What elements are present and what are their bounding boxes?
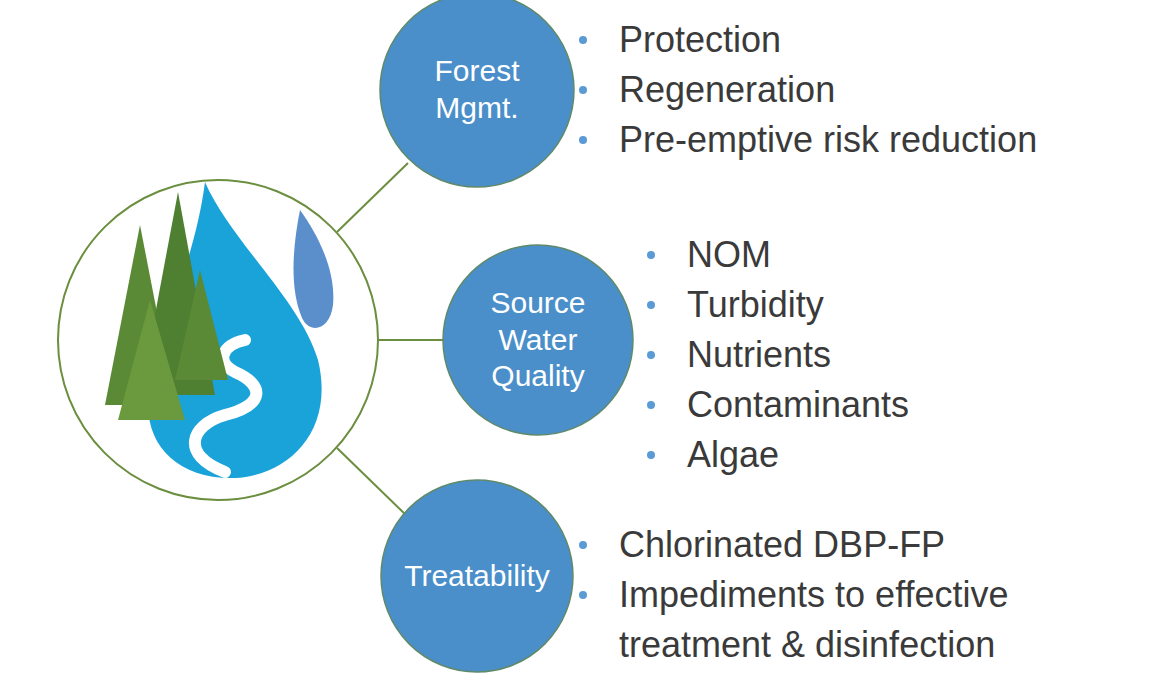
bullet-dot <box>647 301 655 309</box>
bullet-text: Contaminants <box>687 380 909 430</box>
topic-text: Treatability <box>389 558 565 595</box>
logo-circle <box>58 180 378 500</box>
bullet-dot <box>647 251 655 259</box>
bullet-item: Algae <box>647 430 779 480</box>
topic-circle: Treatability <box>380 479 574 673</box>
bullet-dot <box>579 591 587 599</box>
bullet-dot <box>647 451 655 459</box>
small-drop <box>294 210 334 328</box>
bullet-item: Nutrients <box>647 330 831 380</box>
bullet-item: Pre-emptive risk reduction <box>579 115 1037 165</box>
bullet-text: Nutrients <box>687 330 831 380</box>
bullet-text: NOM <box>687 230 771 280</box>
tree <box>118 300 185 420</box>
bullet-dot <box>579 86 587 94</box>
bullet-text: Impediments to effective treatment & dis… <box>619 570 1109 670</box>
connector-line <box>379 339 444 341</box>
bullet-item: Chlorinated DBP-FP <box>579 520 945 570</box>
tree <box>175 270 228 380</box>
bullet-item: NOM <box>647 230 771 280</box>
topic-circle: Source Water Quality <box>442 244 634 436</box>
bullet-item: Contaminants <box>647 380 909 430</box>
connector-line <box>337 163 408 232</box>
connector-line <box>337 448 408 517</box>
topic-circle: Forest Mgmt. <box>379 0 575 188</box>
bullet-item: Regeneration <box>579 65 835 115</box>
topic-text: Source Water Quality <box>473 285 603 395</box>
bullet-text: Protection <box>619 15 781 65</box>
bullet-item: Impediments to effective treatment & dis… <box>579 570 1109 670</box>
bullet-text: Chlorinated DBP-FP <box>619 520 945 570</box>
bullet-dot <box>579 36 587 44</box>
topic-text: Forest Mgmt. <box>412 53 542 126</box>
bullet-dot <box>647 351 655 359</box>
bullet-dot <box>579 541 587 549</box>
bullet-item: Protection <box>579 15 781 65</box>
bullet-dot <box>647 401 655 409</box>
bullet-text: Turbidity <box>687 280 824 330</box>
bullet-text: Regeneration <box>619 65 835 115</box>
bullet-item: Turbidity <box>647 280 824 330</box>
bullet-text: Pre-emptive risk reduction <box>619 115 1037 165</box>
bullet-text: Algae <box>687 430 779 480</box>
bullet-dot <box>579 136 587 144</box>
